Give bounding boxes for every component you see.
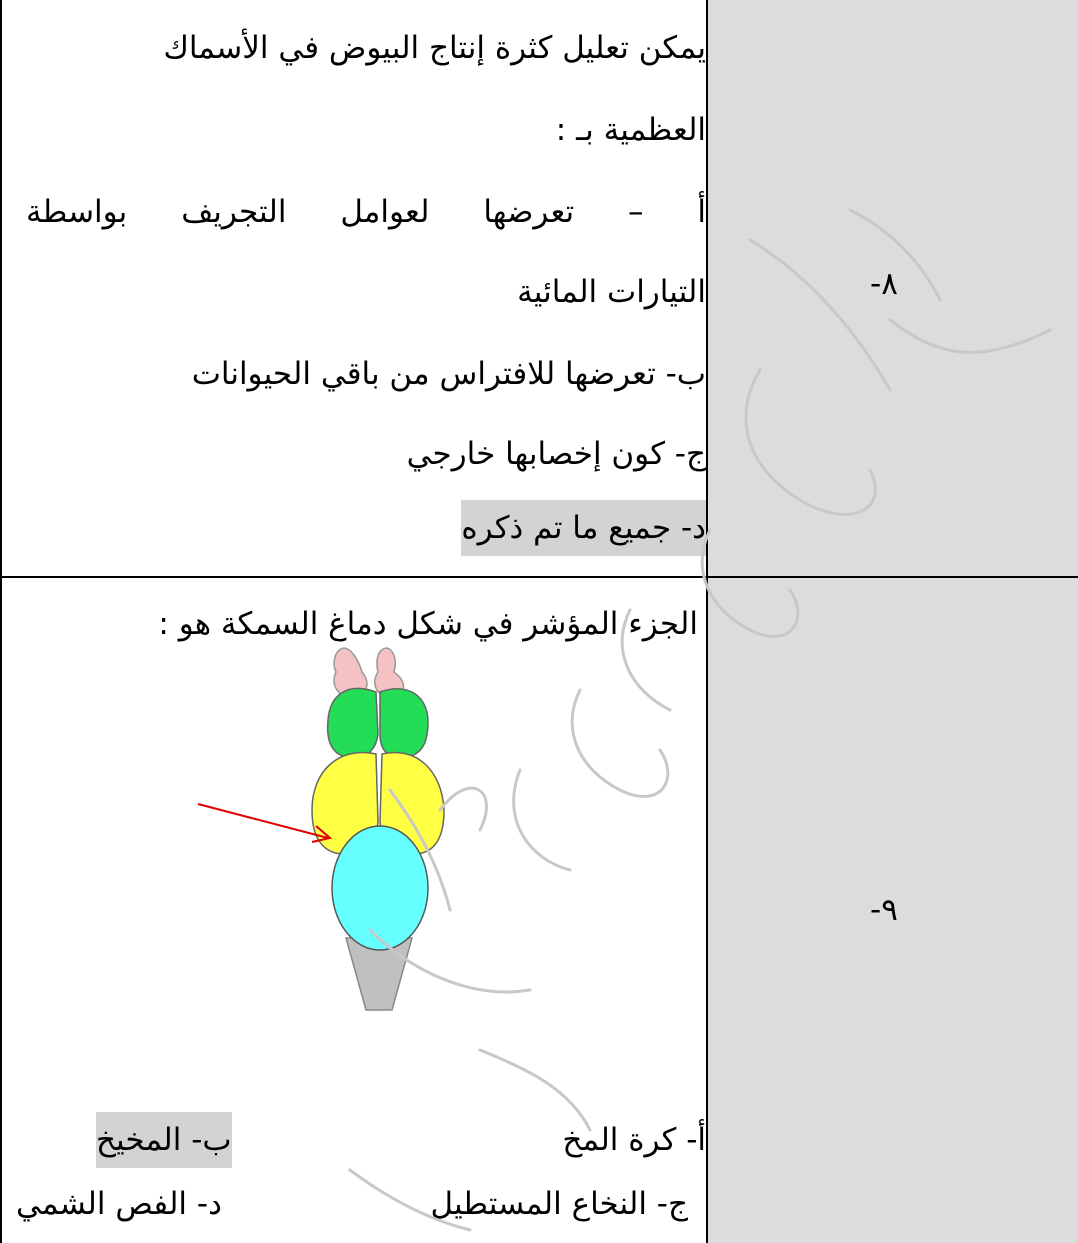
word: أ — [697, 194, 706, 230]
word: لعوامل — [340, 194, 430, 230]
word: التجريف — [181, 194, 287, 230]
cerebrum-right — [379, 688, 429, 759]
word: – — [627, 194, 644, 230]
fish-brain-diagram — [197, 647, 445, 1011]
pointer-arrow-head — [311, 825, 333, 843]
question-8-option-b: ب- تعرضها للافتراس من باقي الحيوانات — [191, 356, 706, 392]
cerebellum — [331, 825, 429, 951]
question-8-option-a-line-1: أ – تعرضها لعوامل التجريف بواسطة — [26, 184, 706, 240]
question-9-option-d: د- الفص الشمي — [16, 1186, 222, 1222]
question-9-option-a: أ- كرة المخ — [562, 1122, 706, 1158]
question-8-number: -٨ — [870, 266, 898, 302]
question-9-prompt: الجزء المؤشر في شكل دماغ السمكة هو : — [158, 606, 698, 642]
question-8-option-d-highlighted: د- جميع ما تم ذكره — [461, 500, 706, 556]
question-number-column — [708, 0, 1078, 1243]
question-9-number: -٩ — [870, 892, 898, 928]
cerebrum-left — [326, 687, 379, 759]
table-border-left — [0, 0, 2, 1243]
question-9-option-c: ج- النخاع المستطيل — [430, 1186, 688, 1222]
pointer-arrow-shaft — [197, 803, 329, 839]
table-row-divider — [0, 576, 1078, 578]
question-8-option-a-line-2: التيارات المائية — [517, 274, 706, 310]
question-9-option-b-highlighted: ب- المخيخ — [96, 1112, 232, 1168]
table-column-divider — [706, 0, 708, 1243]
question-8-line-1: يمكن تعليل كثرة إنتاج البيوض في الأسماك — [163, 30, 706, 66]
question-8-line-2: العظمية بـ : — [555, 112, 706, 148]
word: تعرضها — [483, 194, 575, 230]
word: بواسطة — [26, 194, 128, 230]
question-8-option-c: ج- كون إخصابها خارجي — [406, 436, 706, 472]
